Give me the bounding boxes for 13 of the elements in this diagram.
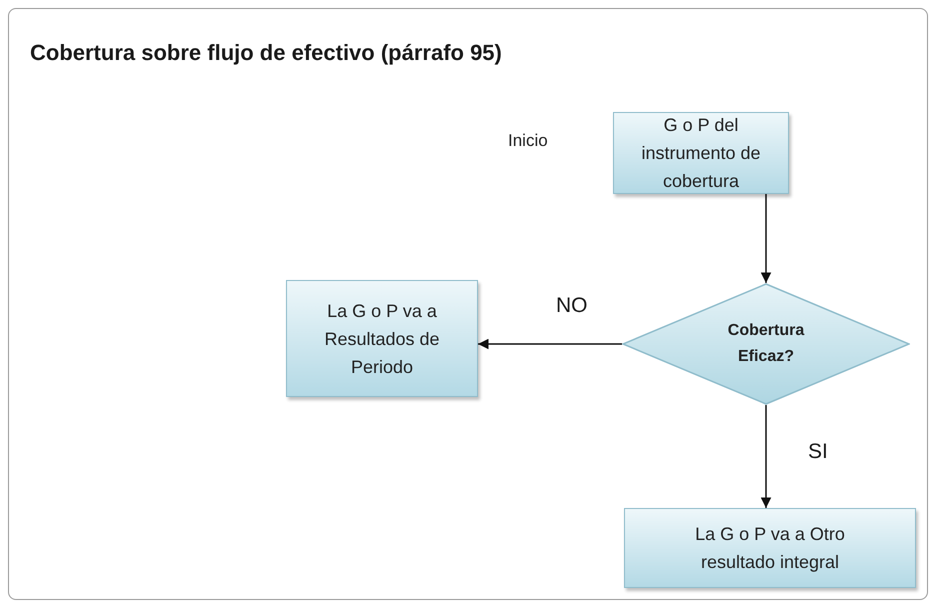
arrow <box>760 405 772 508</box>
process-box <box>286 280 478 397</box>
process-box <box>624 508 916 588</box>
box-text: La G o P va a Otro resultado integral <box>695 523 845 574</box>
box-text: La G o P va a Resultados de Periodo <box>323 300 441 378</box>
arrow <box>760 194 772 283</box>
arrow <box>478 338 622 350</box>
decision-diamond <box>622 283 910 405</box>
process-box <box>613 112 789 194</box>
start-label: Inicio <box>508 130 548 152</box>
decision-text: Cobertura Eficaz? <box>726 321 806 367</box>
box-text: G o P del instrumento de cobertura <box>640 114 762 193</box>
title: Cobertura sobre flujo de efectivo (párrafo 95) <box>30 39 502 67</box>
